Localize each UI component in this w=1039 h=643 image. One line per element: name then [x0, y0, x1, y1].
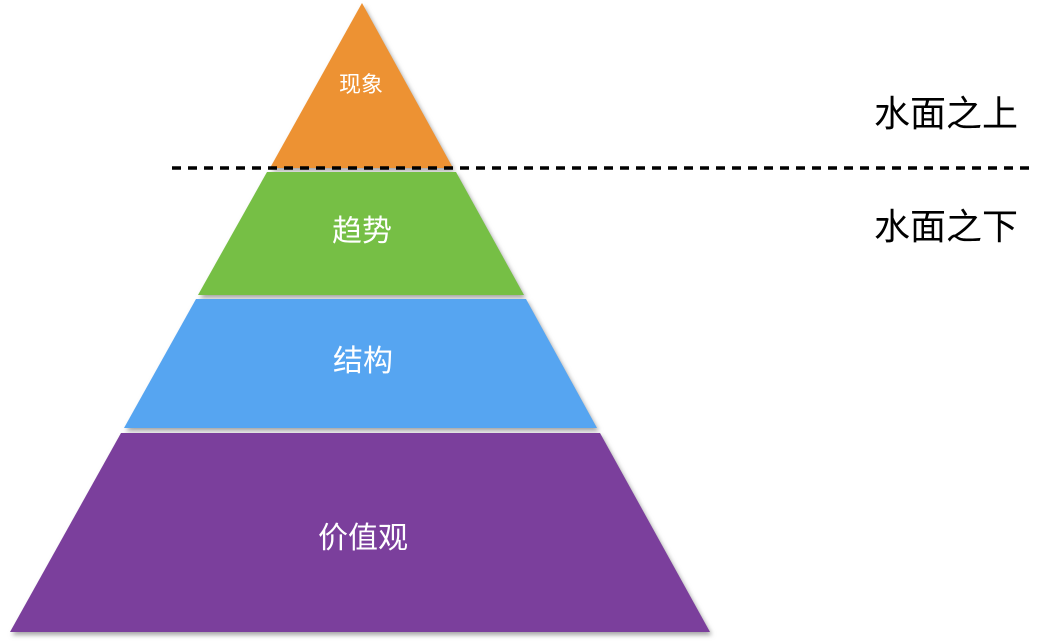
pyramid-layer-values — [10, 433, 710, 632]
annotation-above-water: 水面之上 — [874, 93, 1018, 134]
layer-label-structure: 结构 — [333, 345, 393, 378]
pyramid-layer-phenomenon — [270, 3, 453, 168]
layer-label-values: 价值观 — [318, 522, 408, 555]
pyramid-layer-trend — [198, 172, 524, 295]
annotation-below-water: 水面之下 — [874, 206, 1018, 247]
layer-label-phenomenon: 现象 — [339, 72, 383, 97]
pyramid-layer-structure — [124, 299, 597, 428]
layer-label-trend: 趋势 — [332, 215, 392, 248]
